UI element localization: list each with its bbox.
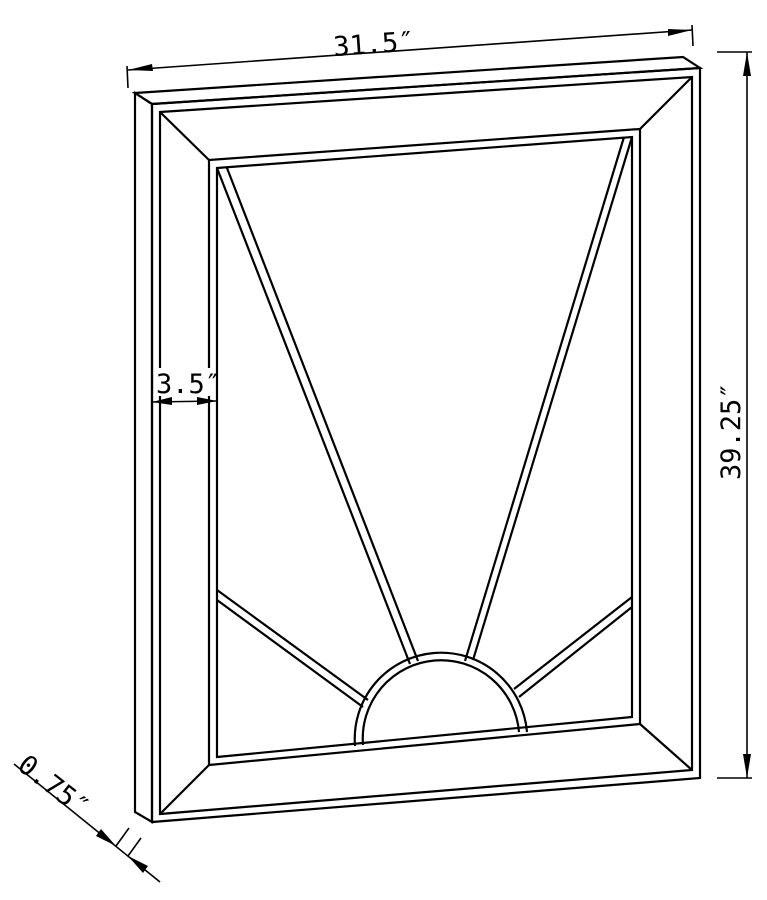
frame-front-outline (150, 66, 702, 824)
arrow-inward-2-icon (128, 856, 148, 873)
miter-top-left (159, 111, 210, 161)
sunburst (215, 136, 634, 747)
sun-arc-outer (353, 651, 529, 747)
outer-frame (131, 55, 704, 824)
depth-label: 0.75″ (12, 749, 95, 823)
width-label: 31.5″ (332, 26, 415, 63)
ray-top-left (215, 167, 420, 665)
dimension-height: 39.25″ (716, 51, 752, 779)
arrow-left-icon (128, 64, 153, 71)
ray-right (513, 596, 633, 698)
miter-bottom-right (639, 723, 693, 771)
width-extension-right (691, 24, 694, 47)
dimension-width: 31.5″ (126, 24, 694, 89)
arrow-left-small-icon (152, 397, 172, 405)
frame-width-label-bg (156, 368, 214, 396)
frame-width-label: 3.5″ (156, 369, 221, 400)
miter-bottom-left (159, 764, 210, 815)
ray-top-right (463, 136, 634, 662)
depth-extension-1 (115, 827, 130, 847)
width-dimension-line (127, 29, 693, 71)
width-extension-left (126, 65, 129, 89)
arrow-right-small-icon (197, 397, 217, 405)
bevel-frame (159, 76, 693, 815)
arrow-inward-1-icon (96, 829, 116, 846)
dimension-frame-width: 3.5″ (151, 368, 221, 405)
bevel-inner-edge (207, 127, 642, 767)
height-label: 39.25″ (716, 382, 747, 480)
ray-left (216, 589, 369, 708)
arrow-up-icon (743, 52, 751, 76)
mirror-glass-edge (215, 135, 634, 759)
sun-arc-inner (361, 659, 521, 746)
frame-lip (158, 75, 694, 816)
dimension-depth: 0.75″ (12, 749, 161, 883)
depth-extension-2 (127, 837, 142, 857)
frame-side-left (133, 90, 154, 824)
arrow-down-icon (743, 754, 751, 778)
miter-top-right (639, 76, 693, 130)
arrow-right-icon (668, 29, 692, 36)
